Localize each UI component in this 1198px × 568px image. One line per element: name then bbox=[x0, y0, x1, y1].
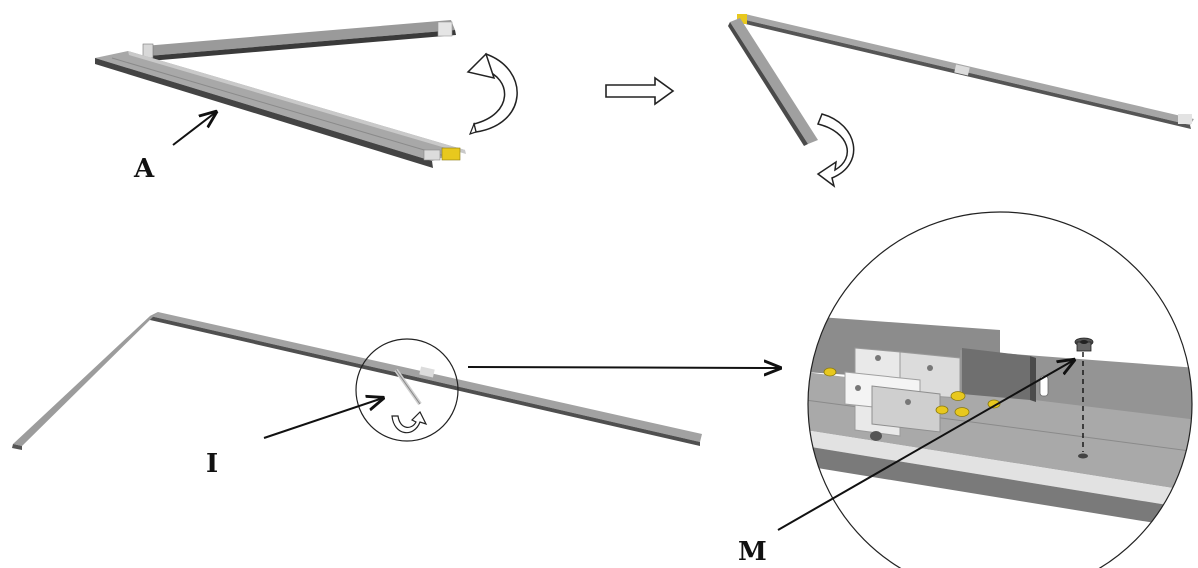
fastener-6 bbox=[987, 399, 1001, 409]
detail-circle bbox=[355, 338, 459, 442]
step-arrow-icon bbox=[605, 76, 675, 106]
label-i: I bbox=[206, 449, 218, 479]
screw-m bbox=[1074, 337, 1094, 352]
fastener-3 bbox=[950, 391, 966, 401]
fastener-2 bbox=[823, 367, 837, 377]
fastener-7 bbox=[797, 377, 807, 384]
fastener-1 bbox=[808, 355, 813, 365]
magnifier-circle bbox=[807, 211, 1193, 568]
rotate-arrow-icon bbox=[466, 52, 518, 135]
fastener-4 bbox=[954, 407, 970, 417]
assembled-frame-step-3: I bbox=[12, 312, 780, 479]
leader-arrow-a bbox=[172, 112, 216, 146]
label-m: M bbox=[738, 537, 767, 567]
magnified-detail-view: M bbox=[738, 211, 1193, 568]
small-rotate-arrow-icon bbox=[391, 410, 428, 434]
unfolded-rails-step-2 bbox=[728, 14, 1194, 188]
fastener-5 bbox=[935, 405, 949, 415]
rotate-arrow-icon-2 bbox=[816, 113, 855, 188]
folded-rails-step-1: A bbox=[95, 20, 518, 184]
label-a: A bbox=[133, 154, 155, 184]
zoom-arrow bbox=[467, 367, 780, 368]
leader-arrow-i bbox=[263, 398, 383, 439]
main-rail-a bbox=[95, 51, 466, 168]
leader-arrow-m bbox=[777, 360, 1074, 531]
upper-rail bbox=[142, 20, 456, 61]
